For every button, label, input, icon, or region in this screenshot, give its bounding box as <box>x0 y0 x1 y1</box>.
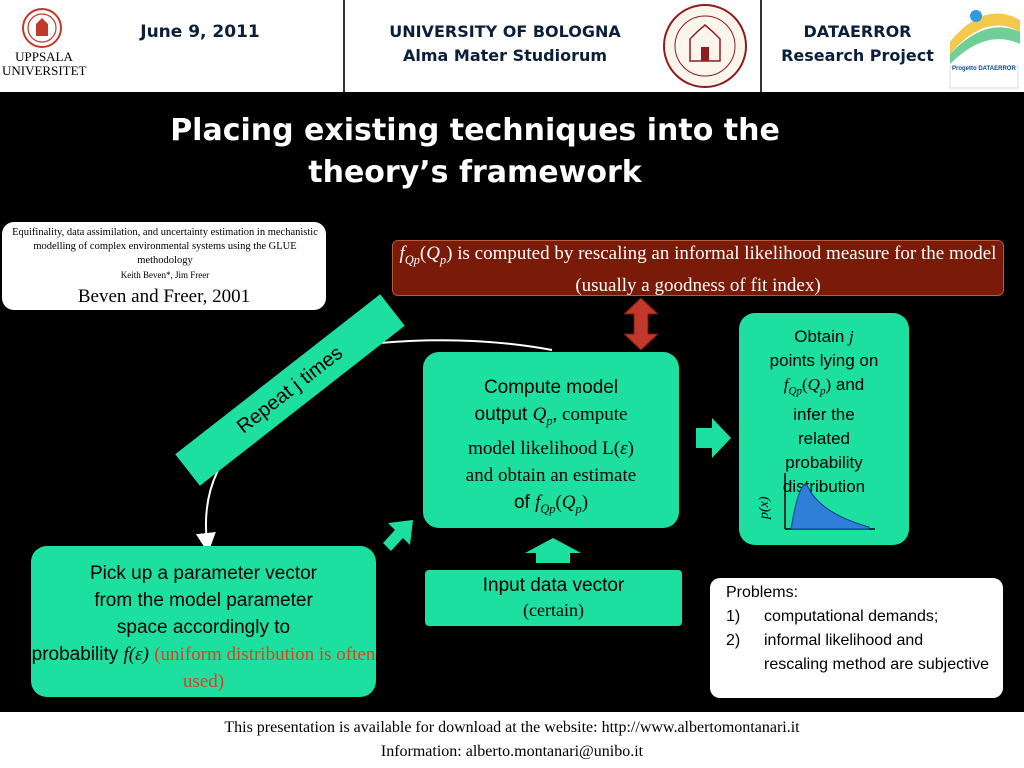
reference-box: Equifinality, data assimilation, and unc… <box>2 222 326 310</box>
obtain-arg: Q <box>807 375 820 394</box>
compute-arg-sub: p <box>575 501 582 516</box>
obtain-f: f <box>783 375 789 394</box>
reference-citation: Beven and Freer, 2001 <box>77 286 251 307</box>
problem-item-2: 2) informal likelihood and rescaling met… <box>710 629 1003 677</box>
header-divider-2 <box>760 0 762 92</box>
compute-q-sub: p <box>546 413 553 428</box>
loop-curve-top <box>379 339 553 351</box>
compute-line-1: Compute model <box>483 377 619 398</box>
flow-arrows <box>195 339 731 563</box>
obtain-line-1: Obtain <box>794 327 850 346</box>
university-line-1: UNIVERSITY OF BOLOGNA <box>389 22 621 41</box>
presentation-date: June 9, 2011 <box>140 22 260 42</box>
reference-authors: Keith Beven*, Jim Freer <box>120 270 210 280</box>
compute-line-4: and obtain an estimate <box>465 464 637 486</box>
obtain-points-box: Obtain j points lying on fQp(Qp) and inf… <box>739 313 909 545</box>
obtain-line-3b: and <box>831 375 865 394</box>
compute-model-box: Compute model output Qp, compute model l… <box>423 352 679 528</box>
dataerror-logo-title: Progetto DATAERROR <box>952 66 1016 72</box>
pick-line-4a: probability <box>31 644 124 665</box>
obtain-j: j <box>849 327 854 346</box>
reference-paper-title: Equifinality, data assimilation, and unc… <box>12 227 318 266</box>
arrow-pick-to-compute <box>383 520 413 551</box>
fqp-subscript: Qp <box>404 252 420 267</box>
pdf-mini-plot <box>784 473 875 530</box>
header-divider-1 <box>343 0 345 92</box>
uppsala-line-1: UPPSALA <box>15 49 73 64</box>
project-name: DATAERROR Research Project <box>770 20 945 68</box>
pdf-curve <box>790 484 870 530</box>
compute-f-sub: Qp <box>540 501 556 516</box>
problem-item-1: 1) computational demands; <box>710 605 1003 629</box>
university-line-2: Alma Mater Studiorum <box>402 46 608 65</box>
uppsala-line-2: UNIVERSITET <box>2 63 87 78</box>
slide-footer: This presentation is available for downl… <box>0 712 1024 768</box>
pdf-axis-label: p(x) <box>757 496 772 520</box>
fqp-description-text: is computed by rescaling an informal lik… <box>452 243 997 296</box>
input-line-1: Input data vector <box>482 575 625 596</box>
compute-line-2a: output <box>474 404 533 425</box>
fqp-description-box: fQp(Qp) is computed by rescaling an info… <box>392 240 1004 296</box>
compute-f: f <box>535 491 541 513</box>
input-line-2: (certain) <box>523 600 584 620</box>
university-name: UNIVERSITY OF BOLOGNA Alma Mater Studior… <box>360 20 650 68</box>
compute-line-3: model likelihood L( <box>468 437 621 459</box>
fqp-arg: Q <box>426 243 440 264</box>
compute-eps: ε <box>620 437 628 459</box>
double-arrow-icon <box>622 297 660 351</box>
problems-box: Problems: 1) computational demands; 2) i… <box>710 578 1003 698</box>
footer-contact-line: Information: alberto.montanari@unibo.it <box>380 743 644 760</box>
obtain-f-sub: Qp <box>788 385 802 398</box>
project-line-1: DATAERROR <box>803 22 912 41</box>
compute-line-5a: of <box>513 491 536 513</box>
problem-text-2: informal likelihood and rescaling method… <box>764 632 990 673</box>
pick-feps: f(ε) <box>123 644 149 665</box>
pick-line-1: Pick up a parameter vector <box>89 563 318 584</box>
problem-num-2: 2) <box>726 632 741 649</box>
problem-num-1: 1) <box>726 608 741 625</box>
obtain-line-2: points lying on <box>769 351 879 370</box>
pick-line-3: space accordingly to <box>116 617 291 638</box>
obtain-line-6: probability <box>785 453 863 473</box>
slide-header: UPPSALA UNIVERSITET June 9, 2011 UNIVERS… <box>0 0 1024 92</box>
pick-line-2: from the model parameter <box>94 590 313 611</box>
arrow-compute-to-obtain <box>696 418 731 458</box>
input-data-box: Input data vector (certain) <box>425 570 682 626</box>
problem-text-1: computational demands; <box>764 608 939 625</box>
fqp-symbol: f <box>399 243 405 264</box>
compute-arg: Q <box>561 491 576 513</box>
compute-line-3b: ) <box>627 437 634 459</box>
uppsala-logo-text: UPPSALA UNIVERSITET <box>2 49 87 78</box>
footer-website-line: This presentation is available for downl… <box>224 719 800 736</box>
project-line-2: Research Project <box>781 46 934 65</box>
dataerror-logo-icon: Progetto DATAERROR <box>946 2 1022 90</box>
pick-orange-note: (uniform distribution is often used) <box>154 644 376 692</box>
bologna-seal-icon <box>660 3 750 89</box>
pick-parameter-box: Pick up a parameter vector from the mode… <box>31 546 376 697</box>
slide-title: Placing existing techniques into the the… <box>170 113 780 190</box>
arrow-input-to-compute <box>525 538 581 563</box>
compute-line-2b: , compute <box>552 404 628 425</box>
obtain-line-5: related <box>798 429 850 449</box>
problems-heading: Problems: <box>726 584 799 601</box>
obtain-arg-sub: p <box>819 385 826 398</box>
fqp-arg-subscript: p <box>439 252 447 267</box>
compute-q: Q <box>532 404 547 425</box>
obtain-line-4: infer the <box>793 405 855 425</box>
uppsala-seal-icon <box>22 6 62 50</box>
